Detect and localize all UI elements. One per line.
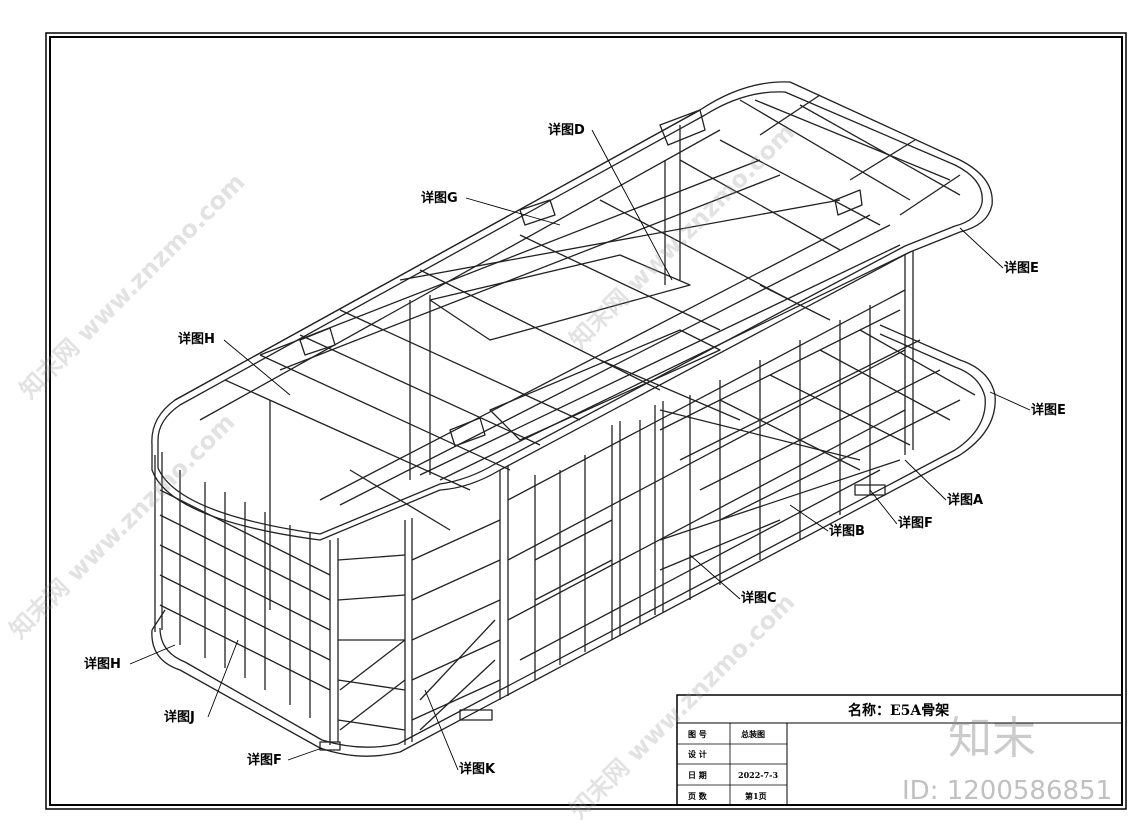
callout-detail-e-lower: 详图E xyxy=(1031,403,1066,418)
label-pages: 页 数 xyxy=(688,791,707,801)
callout-detail-g: 详图G xyxy=(421,191,458,206)
leader-lines xyxy=(129,129,1031,771)
drawing-name: 名称：E5A骨架 xyxy=(848,703,950,719)
frame-structure xyxy=(151,81,996,757)
label-drawing-number: 图 号 xyxy=(688,729,707,739)
inner-border xyxy=(49,36,1123,806)
watermark-id: ID: 1200586851 xyxy=(902,776,1113,806)
outer-border xyxy=(45,32,1127,810)
callout-detail-f-left: 详图F xyxy=(247,753,282,768)
value-drawing-number: 总装图 xyxy=(741,729,765,739)
callout-detail-j: 详图J xyxy=(164,710,195,725)
title-block-lines xyxy=(676,694,1123,806)
watermark-logo: 知末 xyxy=(948,713,1036,764)
callout-detail-a: 详图A xyxy=(947,493,984,508)
callout-detail-e-upper: 详图E xyxy=(1004,261,1039,276)
callout-detail-d: 详图D xyxy=(548,123,585,138)
callout-detail-b: 详图B xyxy=(829,524,865,539)
label-designer: 设 计 xyxy=(688,749,707,759)
label-date: 日 期 xyxy=(688,770,707,780)
callout-detail-h-upper: 详图H xyxy=(178,332,215,347)
callout-detail-h-lower: 详图H xyxy=(84,657,121,672)
value-pages: 第1页 xyxy=(745,791,767,801)
callout-detail-f-right: 详图F xyxy=(898,516,933,531)
callout-detail-k: 详图K xyxy=(459,762,496,777)
callout-detail-c: 详图C xyxy=(741,591,777,606)
value-date: 2022-7-3 xyxy=(738,770,779,780)
